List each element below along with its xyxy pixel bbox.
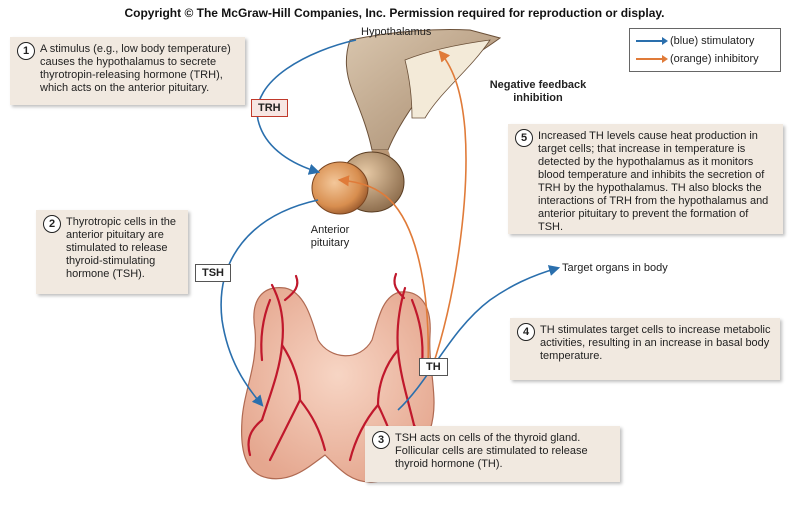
th-tag: TH <box>419 358 448 376</box>
legend-stimulatory: (blue) stimulatory <box>636 34 754 48</box>
target-organs-label: Target organs in body <box>562 262 668 274</box>
step-5-number: 5 <box>515 129 533 147</box>
step-4-number: 4 <box>517 323 535 341</box>
step-2-box: 2 Thyrotropic cells in the anterior pitu… <box>36 210 188 294</box>
orange-arrow-icon <box>636 58 666 60</box>
hypothalamus-label: Hypothalamus <box>361 26 431 38</box>
legend-stimulatory-label: (blue) stimulatory <box>670 35 754 47</box>
step-3-number: 3 <box>372 431 390 449</box>
negative-feedback-label: Negative feedback inhibition <box>478 79 598 105</box>
step-5-text: Increased TH levels cause heat productio… <box>538 130 768 233</box>
step-1-number: 1 <box>17 42 35 60</box>
legend: (blue) stimulatory (orange) inhibitory <box>629 28 781 72</box>
tsh-tag: TSH <box>195 264 231 282</box>
step-3-box: 3 TSH acts on cells of the thyroid gland… <box>365 426 620 482</box>
step-1-text: A stimulus (e.g., low body temperature) … <box>40 43 231 94</box>
step-3-text: TSH acts on cells of the thyroid gland. … <box>395 432 588 470</box>
anterior-pituitary-label: Anterior pituitary <box>302 224 358 250</box>
step-4-box: 4 TH stimulates target cells to increase… <box>510 318 780 380</box>
step-2-number: 2 <box>43 215 61 233</box>
legend-inhibitory-label: (orange) inhibitory <box>670 53 759 65</box>
trh-tag: TRH <box>251 99 288 117</box>
copyright-notice: Copyright © The McGraw-Hill Companies, I… <box>0 6 789 20</box>
legend-inhibitory: (orange) inhibitory <box>636 52 759 66</box>
blue-arrow-icon <box>636 40 666 42</box>
step-1-box: 1 A stimulus (e.g., low body temperature… <box>10 37 245 105</box>
step-5-box: 5 Increased TH levels cause heat product… <box>508 124 783 234</box>
step-2-text: Thyrotropic cells in the anterior pituit… <box>66 216 176 280</box>
step-4-text: TH stimulates target cells to increase m… <box>540 324 770 362</box>
